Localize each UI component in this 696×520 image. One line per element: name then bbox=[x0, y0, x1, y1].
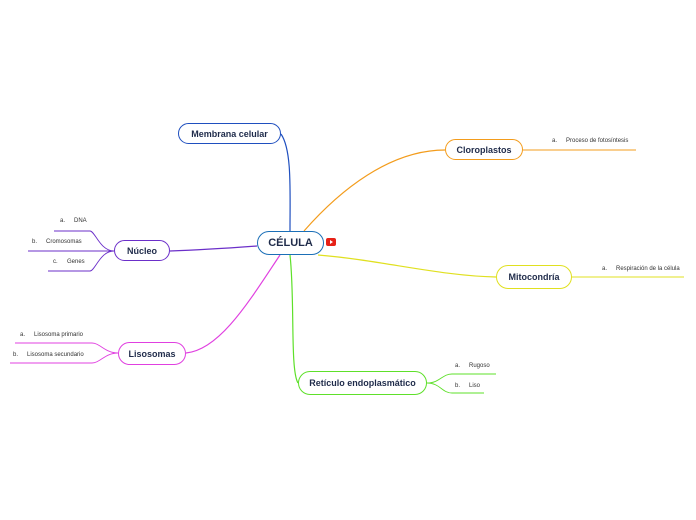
leaf-text: DNA bbox=[74, 218, 87, 224]
topic-lisosomas[interactable]: Lisosomas bbox=[118, 342, 186, 365]
leaf-line-dna bbox=[54, 230, 115, 252]
leaf-lisosoma-primario[interactable]: a. Lisosoma primario bbox=[20, 332, 83, 338]
leaf-lisosoma-secundario[interactable]: b. Lisosoma secundario bbox=[13, 352, 84, 358]
topic-mitocondria[interactable]: Mitocondría bbox=[496, 265, 572, 289]
leaf-dna[interactable]: a. DNA bbox=[60, 218, 87, 224]
leaf-genes[interactable]: c. Genes bbox=[53, 259, 85, 265]
leaf-cromosomas[interactable]: b. Cromosomas bbox=[32, 239, 82, 245]
leaf-line-liso bbox=[426, 382, 484, 394]
connector-mitocondria bbox=[317, 254, 497, 278]
topic-cloroplastos[interactable]: Cloroplastos bbox=[445, 139, 523, 160]
connector-reticulo bbox=[289, 254, 299, 384]
leaf-rugoso[interactable]: a. Rugoso bbox=[455, 363, 490, 369]
leaf-text: Genes bbox=[67, 259, 85, 265]
topic-nucleo[interactable]: Núcleo bbox=[114, 240, 170, 261]
leaf-letter: b. bbox=[32, 239, 38, 245]
leaf-letter: b. bbox=[455, 383, 461, 389]
leaf-text: Cromosomas bbox=[46, 239, 82, 245]
leaf-letter: a. bbox=[455, 363, 461, 369]
leaf-text: Respiración de la célula bbox=[616, 266, 680, 272]
leaf-text: Lisosoma secundario bbox=[27, 352, 84, 358]
leaf-line-secundario bbox=[10, 352, 119, 364]
leaf-liso[interactable]: b. Liso bbox=[455, 383, 480, 389]
leaf-letter: b. bbox=[13, 352, 19, 358]
connector-membrana bbox=[280, 133, 291, 232]
leaf-text: Lisosoma primario bbox=[34, 332, 84, 338]
leaf-proceso-fotosintesis[interactable]: a. Proceso de fotosíntesis bbox=[552, 138, 628, 144]
topic-reticulo-endoplasmatico[interactable]: Retículo endoplasmático bbox=[298, 371, 427, 395]
leaf-letter: a. bbox=[552, 138, 558, 144]
leaf-letter: c. bbox=[53, 259, 58, 265]
leaf-respiracion-celula[interactable]: a. Respiración de la célula bbox=[602, 266, 680, 272]
central-topic[interactable]: CÉLULA bbox=[257, 231, 324, 255]
connector-cloroplastos bbox=[303, 149, 446, 232]
youtube-icon[interactable] bbox=[326, 238, 336, 246]
leaf-text: Rugoso bbox=[469, 363, 490, 369]
connector-lisosomas bbox=[185, 254, 281, 354]
leaf-line-genes bbox=[48, 250, 115, 272]
connector-nucleo bbox=[169, 245, 258, 252]
leaf-line-rugoso bbox=[426, 373, 496, 384]
leaf-line-primario bbox=[15, 342, 119, 354]
leaf-text: Proceso de fotosíntesis bbox=[566, 138, 629, 144]
leaf-letter: a. bbox=[20, 332, 26, 338]
leaf-text: Liso bbox=[469, 383, 481, 389]
topic-membrana-celular[interactable]: Membrana celular bbox=[178, 123, 281, 144]
leaf-letter: a. bbox=[602, 266, 608, 272]
leaf-letter: a. bbox=[60, 218, 66, 224]
